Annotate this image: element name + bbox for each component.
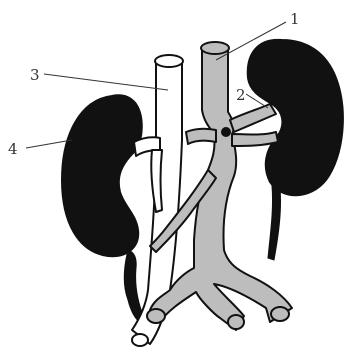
left-iliac-opening <box>147 309 165 323</box>
left-renal-artery <box>186 129 216 144</box>
renal-artery-junction <box>222 128 230 136</box>
left-ureter <box>124 250 144 322</box>
left-vein-branch <box>151 150 162 212</box>
aorta-top-opening <box>201 42 229 54</box>
right-renal-artery <box>230 104 276 132</box>
left-kidney <box>62 95 142 256</box>
right-renal-artery-lower <box>232 132 278 146</box>
label-4: 4 <box>8 140 18 158</box>
label-2: 2 <box>236 86 246 104</box>
right-ureter <box>268 186 281 260</box>
middle-iliac-opening <box>228 315 244 329</box>
vena-cava-top-opening <box>155 55 183 67</box>
label-1: 1 <box>290 10 300 28</box>
right-iliac-opening <box>271 307 289 321</box>
label-3-leader <box>44 74 168 90</box>
vena-cava-bottom-opening <box>132 334 148 346</box>
label-3: 3 <box>30 66 40 84</box>
